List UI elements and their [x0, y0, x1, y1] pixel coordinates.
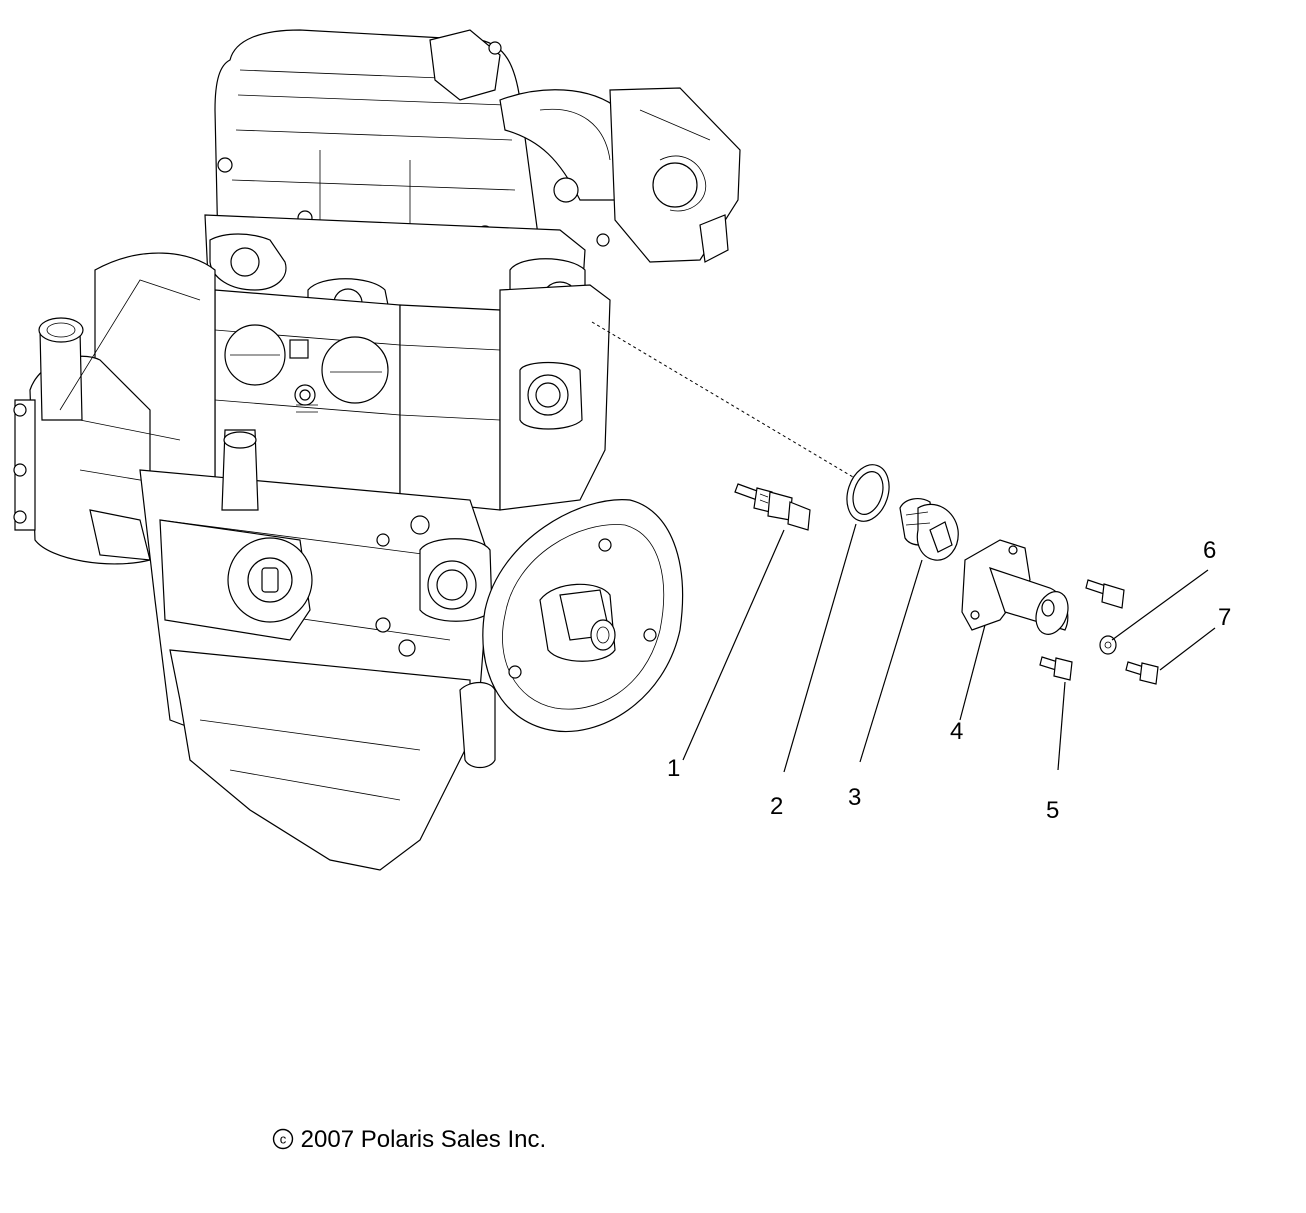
- part-1-temp-sensor: [734, 483, 811, 531]
- part-6-washer: [1085, 579, 1125, 655]
- part-2-gasket: [846, 464, 890, 522]
- part-5-bolt: [1039, 656, 1073, 681]
- part-7-bolt: [1125, 661, 1159, 685]
- copyright-icon: c: [272, 1128, 294, 1150]
- callout-6: 6: [1203, 537, 1216, 564]
- part-4-thermostat-housing: [961, 539, 1069, 635]
- callout-1: 1: [667, 755, 680, 782]
- callout-7: 7: [1218, 604, 1231, 631]
- copyright-text: 2007 Polaris Sales Inc.: [300, 1126, 547, 1153]
- callout-leaders: [682, 523, 1216, 773]
- copyright-symbol-letter: c: [280, 1132, 287, 1147]
- part-3-thermostat: [899, 498, 959, 561]
- callout-3: 3: [848, 784, 861, 811]
- callout-2: 2: [770, 793, 783, 820]
- copyright-notice: c 2007 Polaris Sales Inc.: [272, 1126, 546, 1154]
- callout-5: 5: [1046, 797, 1059, 824]
- callout-4: 4: [950, 718, 963, 745]
- engine-assembly: [13, 29, 741, 871]
- alignment-dashed-line: [591, 321, 859, 481]
